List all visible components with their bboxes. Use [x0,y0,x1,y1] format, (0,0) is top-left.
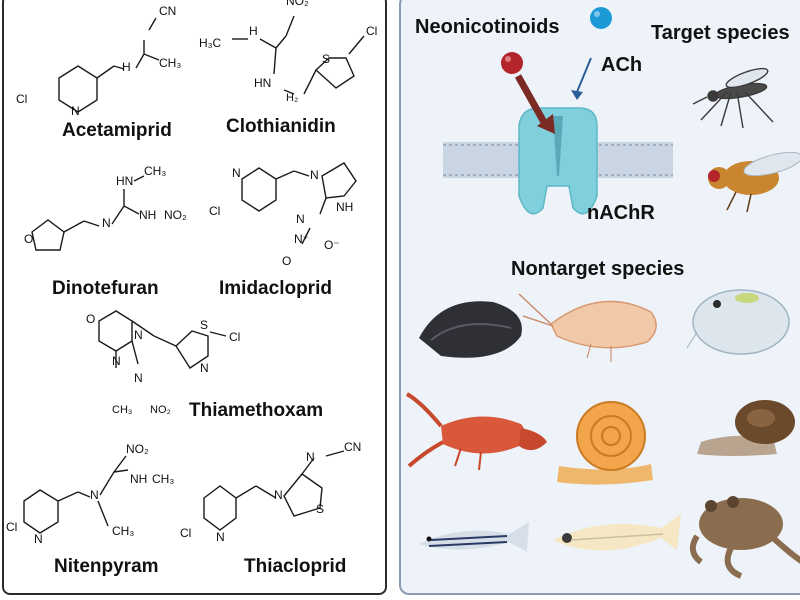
atom-label: CH₃ [144,164,167,178]
atom-label: CH₃ [112,524,135,538]
atom-label: NO₂ [164,208,187,222]
atom-label: N [310,168,319,182]
structures-panel: Cl N H CN CH₃ H₃C H NO₂ HN H₂ S Cl O N H… [2,0,387,595]
amphipod-icon [518,293,657,362]
atom-label: Cl [229,330,241,344]
atom-label: NO₂ [286,0,309,8]
compound-name-clothianidin: Clothianidin [226,116,336,137]
atom-label: N⁺ [294,232,309,246]
atom-label: N [134,328,143,342]
atom-label: Cl [16,92,28,106]
fruit-fly-icon [708,151,800,213]
atom-label: S [322,52,331,66]
snail-icon [557,401,653,485]
atom-label: CH₃ [112,404,133,416]
frog-icon [689,496,800,579]
zebrafish-icon [419,522,529,552]
atom-label: NH [139,208,157,222]
atom-label: Cl [6,520,18,534]
atom-label: N [274,488,283,502]
mosquito-icon [692,67,774,129]
atom-label: Cl [209,204,221,218]
atom-label: N [112,354,121,368]
atom-label: O⁻ [324,238,340,252]
atom-label: NH [130,472,148,486]
atom-label: Cl [180,526,192,540]
mechanism-art [405,7,800,579]
atom-label: N [102,216,111,230]
atom-label: CH₃ [159,56,182,70]
compound-name-thiamethoxam: Thiamethoxam [189,400,324,421]
ach-molecule-icon [571,7,612,100]
nachr-receptor-icon [518,107,598,215]
atom-label: NO₂ [126,442,149,456]
atom-label: N [232,166,241,180]
compound-name-acetamiprid: Acetamiprid [62,120,172,141]
atom-label: O [24,232,34,246]
target-species-title: Target species [651,22,790,44]
atom-label: H₃C [199,36,222,50]
compound-name-imidacloprid: Imidacloprid [219,278,332,299]
mechanism-panel: Neonicotinoids ACh Target species nAChR … [399,0,800,595]
medaka-icon [553,514,681,551]
atom-label: CN [159,4,177,18]
atom-label: H [122,60,131,74]
atom-label: S [316,502,325,516]
neonicotinoids-label: Neonicotinoids [415,16,560,38]
neonicotinoid-molecule-icon [501,52,555,134]
atom-label: N [200,361,209,375]
atom-label: S [200,318,209,332]
atom-label: NO₂ [150,404,171,416]
crayfish-icon [405,392,547,471]
atom-label: HN [116,174,134,188]
atom-label: N [71,104,80,118]
compound-name-thiacloprid: Thiacloprid [244,556,347,577]
atom-label: Cl [366,24,378,38]
atom-label: N [296,212,305,226]
mussel-icon [419,301,522,358]
pond-snail-icon [697,400,795,456]
atom-label: H₂ [286,92,299,104]
atom-label: O [282,254,292,268]
daphnia-icon [686,289,790,355]
structure-bonds [23,15,365,534]
atom-label: N [216,530,225,544]
atom-label: H [249,24,258,38]
atom-label: N [90,488,99,502]
atom-label: CN [344,440,362,454]
nontarget-species-title: Nontarget species [511,258,685,280]
receptor-label: nAChR [587,202,655,224]
atom-label: O [86,312,96,326]
ach-label: ACh [601,54,643,76]
atom-label: N [34,532,43,546]
atom-label: N [306,450,315,464]
atom-label: N [134,371,143,385]
compound-name-nitenpyram: Nitenpyram [54,556,159,577]
atom-label: CH₃ [152,472,175,486]
compound-name-dinotefuran: Dinotefuran [52,278,159,299]
atom-label: HN [254,76,272,90]
atom-label: NH [336,200,354,214]
